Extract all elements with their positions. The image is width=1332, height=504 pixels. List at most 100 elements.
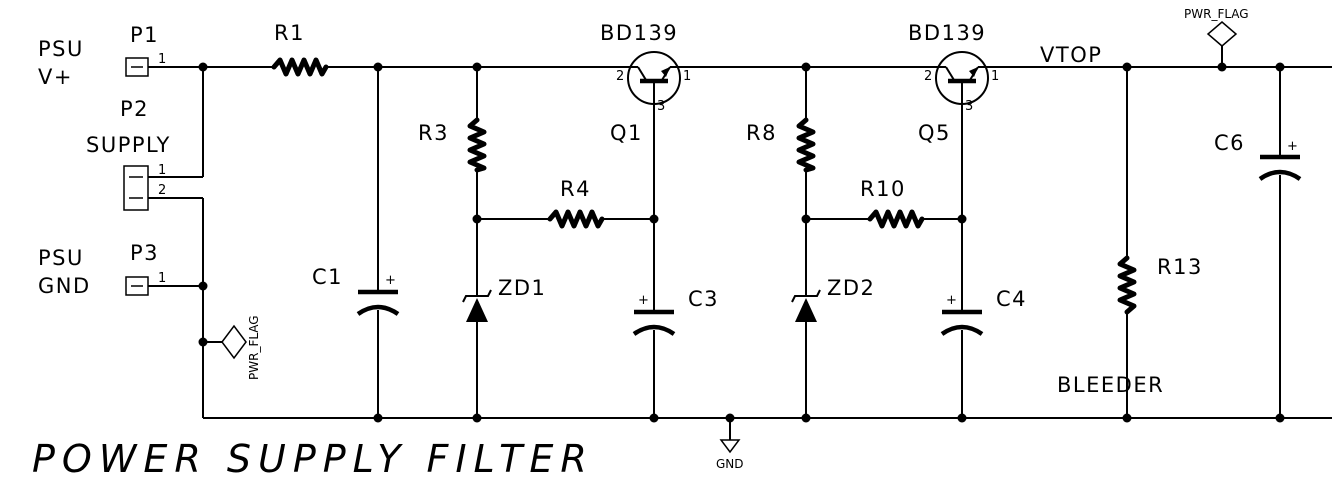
transistor-q1-ref: Q1 [610, 121, 643, 145]
connector-p1-pin: 1 [158, 52, 166, 67]
pwr-flag-left-diamond [221, 324, 247, 360]
junction-dot [649, 214, 659, 224]
junction-dot [1275, 62, 1285, 72]
junction-dot [1217, 62, 1227, 72]
junction-dot [1275, 413, 1285, 423]
resistor-r4-body [547, 209, 605, 229]
connector-p1-label-line1: PSU [38, 37, 84, 61]
zener-zd2-bar [791, 289, 821, 303]
resistor-r4-ref: R4 [560, 177, 591, 201]
capacitor-c1: + C1 [312, 265, 400, 316]
resistor-r8-body [796, 117, 816, 173]
connector-p2: P2 SUPPLY 1 2 [86, 97, 171, 211]
resistor-r8-ref: R8 [746, 121, 777, 145]
junction-dot [198, 337, 208, 347]
connector-p2-body [123, 165, 149, 211]
connector-p1-label-line2: V+ [38, 65, 73, 89]
junction-dots [198, 62, 1285, 423]
schematic-title: POWER SUPPLY FILTER [32, 437, 594, 481]
connector-p1-ref: P1 [130, 23, 159, 47]
junction-dot [1122, 62, 1132, 72]
zener-zd1-triangle [466, 298, 488, 322]
junction-dot [1122, 413, 1132, 423]
connector-p3-label-line2: GND [38, 274, 91, 298]
pwr-flag-top-diamond [1206, 21, 1238, 47]
capacitor-c6: + C6 [1214, 131, 1302, 181]
junction-dot [472, 62, 482, 72]
connector-p3-pin: 1 [158, 271, 166, 286]
gnd-label: GND [716, 457, 744, 471]
transistor-q5: BD139 Q5 2 1 3 [908, 21, 999, 145]
junction-dot [472, 214, 482, 224]
connector-p2-value: SUPPLY [86, 133, 171, 157]
junction-dot [649, 413, 659, 423]
zener-zd1-bar [462, 289, 492, 303]
capacitor-c3: + C3 [632, 287, 719, 336]
pwr-flag-left-label: PWR_FLAG [247, 315, 261, 380]
transistor-q5-value: BD139 [908, 21, 986, 45]
junction-dot [801, 62, 811, 72]
resistor-r10-ref: R10 [860, 177, 906, 201]
connector-p3: PSU GND P3 1 [38, 241, 166, 298]
resistor-r8: R8 [746, 117, 816, 173]
junction-dot [198, 62, 208, 72]
connector-p2-pin1: 1 [158, 163, 166, 178]
resistor-r13-ref: R13 [1157, 255, 1203, 279]
transistor-q5-pin1: 1 [991, 69, 999, 84]
bleeder-label: BLEEDER [1057, 373, 1164, 397]
resistor-r10: R10 [860, 177, 925, 229]
connector-p3-label-line1: PSU [38, 246, 84, 270]
zener-zd2-ref: ZD2 [827, 276, 875, 300]
transistor-q1-pin2: 2 [616, 69, 624, 84]
resistor-r10-body [867, 209, 925, 229]
connector-p3-body [125, 276, 149, 296]
junction-dot [373, 62, 383, 72]
zener-zd1-ref: ZD1 [498, 276, 546, 300]
zener-zd2: ZD2 [791, 276, 875, 322]
resistor-r3: R3 [418, 117, 487, 173]
capacitor-c4-plus: + [946, 293, 957, 308]
junction-dot [801, 214, 811, 224]
gnd-symbol: GND [716, 439, 744, 471]
capacitor-c3-ref: C3 [688, 287, 719, 311]
capacitor-c4: + C4 [940, 287, 1027, 336]
connector-p1-body [125, 57, 149, 77]
junction-dot [725, 413, 735, 423]
resistor-r3-body [467, 117, 487, 173]
connector-p2-pin2: 2 [158, 183, 166, 198]
pwr-flag-top: PWR_FLAG [1184, 7, 1249, 47]
connector-p2-ref: P2 [120, 97, 149, 121]
capacitor-c1-ref: C1 [312, 265, 343, 289]
junction-dot [198, 281, 208, 291]
transistor-q1-value: BD139 [600, 21, 678, 45]
zener-zd2-triangle [795, 298, 817, 322]
capacitor-c1-plus: + [385, 273, 396, 288]
junction-dot [472, 413, 482, 423]
resistor-r1-ref: R1 [274, 21, 305, 45]
transistor-q5-pin3: 3 [965, 99, 973, 114]
junction-dot [957, 214, 967, 224]
resistor-r13: R13 BLEEDER [1057, 255, 1203, 397]
resistor-r1: R1 [271, 21, 329, 77]
capacitor-c6-ref: C6 [1214, 131, 1245, 155]
pwr-flag-left: PWR_FLAG [221, 315, 261, 380]
capacitor-c3-plus: + [638, 293, 649, 308]
net-label-vtop: VTOP [1040, 43, 1102, 67]
gnd-icon [719, 439, 741, 454]
resistor-r1-body [271, 57, 329, 77]
connector-p1: PSU V+ P1 1 [38, 23, 166, 89]
transistor-q5-ref: Q5 [918, 121, 951, 145]
zener-zd1: ZD1 [462, 276, 546, 322]
capacitor-c4-ref: C4 [996, 287, 1027, 311]
transistor-q1-pin3: 3 [657, 99, 665, 114]
transistor-q5-pin2: 2 [924, 69, 932, 84]
resistor-r13-body [1117, 255, 1137, 315]
pwr-flag-top-label: PWR_FLAG [1184, 7, 1249, 21]
transistor-q1-pin1: 1 [683, 69, 691, 84]
junction-dot [957, 413, 967, 423]
connector-p3-ref: P3 [130, 241, 159, 265]
transistor-q1: BD139 Q1 2 1 3 [600, 21, 691, 145]
capacitor-c6-plus: + [1287, 139, 1298, 154]
wires [148, 46, 1332, 440]
